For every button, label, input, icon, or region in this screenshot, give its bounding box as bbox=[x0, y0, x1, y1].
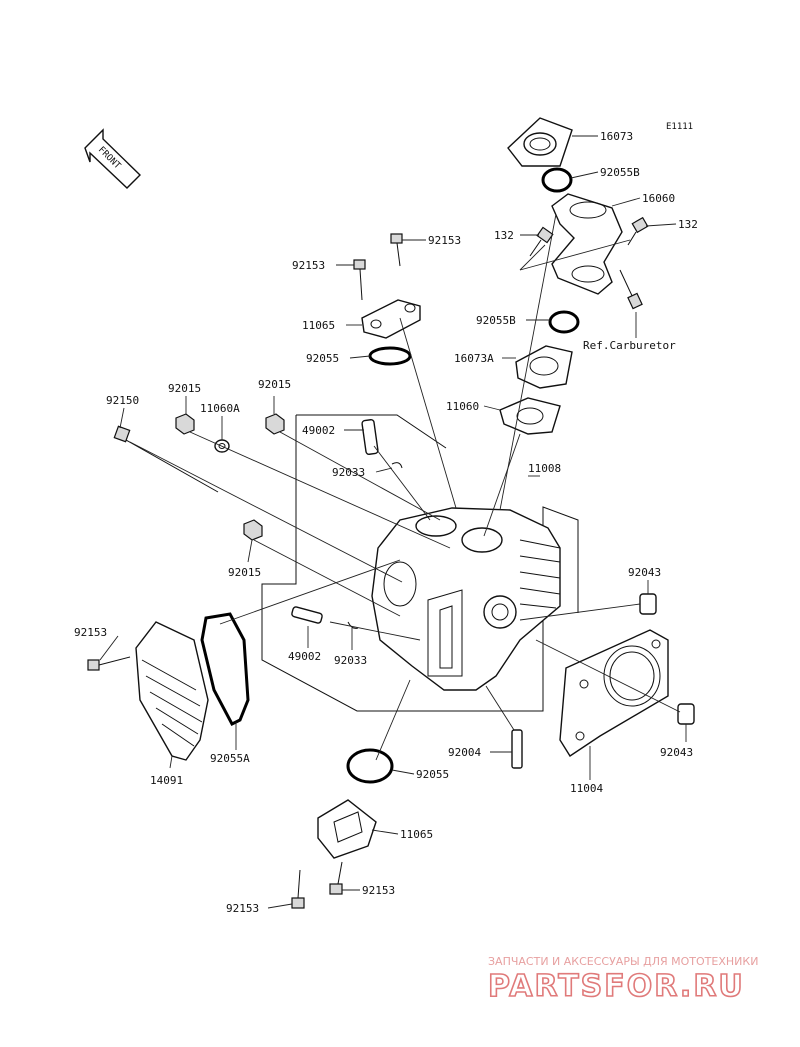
label-92015-c: 92015 bbox=[228, 566, 261, 579]
label-11008: 11008 bbox=[528, 462, 561, 475]
label-16073a: 16073A bbox=[454, 352, 494, 365]
bolt-92153-bot-b bbox=[329, 861, 343, 895]
bolt-132-left bbox=[529, 226, 554, 257]
label-16073: 16073 bbox=[600, 130, 633, 143]
label-92153-b: 92153 bbox=[428, 234, 461, 247]
bolt-92153-cover bbox=[87, 656, 131, 671]
label-92015-a: 92015 bbox=[168, 382, 201, 395]
intake-flange-16073 bbox=[507, 117, 573, 167]
nut-92015-b bbox=[265, 413, 285, 435]
o-ring-92055b-top bbox=[541, 167, 573, 193]
label-92043-bot: 92043 bbox=[660, 746, 693, 759]
valve-guide-49002-bot bbox=[291, 606, 323, 624]
label-11065-top: 11065 bbox=[302, 319, 335, 332]
label-92150: 92150 bbox=[106, 394, 139, 407]
leader-lines bbox=[99, 135, 687, 909]
label-11060a: 11060A bbox=[200, 402, 240, 415]
label-92153-c: 92153 bbox=[74, 626, 107, 639]
label-92055b-top: 92055B bbox=[600, 166, 640, 179]
clip-92033-top bbox=[391, 462, 403, 469]
label-92043-top: 92043 bbox=[628, 566, 661, 579]
tappet-cap-11065-bot bbox=[317, 799, 377, 859]
tappet-cap-11065-top bbox=[361, 299, 421, 339]
intake-pipe-16060 bbox=[551, 193, 623, 295]
label-92153-e: 92153 bbox=[362, 884, 395, 897]
bolt-92153-top-b bbox=[390, 233, 403, 267]
label-11060: 11060 bbox=[446, 400, 479, 413]
label-92015-b: 92015 bbox=[258, 378, 291, 391]
watermark-site: PARTSFOR.RU bbox=[488, 969, 745, 1004]
label-92033-bot: 92033 bbox=[334, 654, 367, 667]
insulator-16073a bbox=[515, 345, 573, 389]
gasket-11060 bbox=[499, 397, 561, 435]
label-132-left: 132 bbox=[494, 229, 514, 242]
label-92004: 92004 bbox=[448, 746, 481, 759]
label-92153-a: 92153 bbox=[292, 259, 325, 272]
watermark-tagline: ЗАПЧАСТИ И АКСЕССУАРЫ ДЛЯ МОТОТЕХНИКИ bbox=[488, 955, 758, 968]
valve-guide-49002-top bbox=[361, 419, 379, 455]
clip-92033-bot bbox=[347, 621, 359, 629]
label-16060: 16060 bbox=[642, 192, 675, 205]
o-ring-92055-bot bbox=[346, 748, 394, 784]
side-cover-14091 bbox=[135, 621, 209, 761]
label-14091: 14091 bbox=[150, 774, 183, 787]
label-49002-top: 49002 bbox=[302, 424, 335, 437]
nut-92015-c bbox=[243, 519, 263, 541]
o-ring-92055-top bbox=[368, 346, 412, 366]
label-132-right: 132 bbox=[678, 218, 698, 231]
label-49002-bot: 49002 bbox=[288, 650, 321, 663]
bolt-92153-top-a bbox=[353, 259, 366, 301]
long-bolt-carburetor bbox=[619, 269, 643, 310]
label-92055-bot: 92055 bbox=[416, 768, 449, 781]
bolt-132-right bbox=[627, 216, 649, 246]
stud-bolt-92150 bbox=[113, 425, 219, 493]
o-ring-92055b-mid bbox=[548, 310, 580, 334]
label-92055a: 92055A bbox=[210, 752, 250, 765]
dowel-92043-bot bbox=[677, 703, 695, 725]
dowel-92043-top bbox=[639, 593, 657, 615]
label-11065-bot: 11065 bbox=[400, 828, 433, 841]
watermark-logo: ЗАПЧАСТИ И АКСЕССУАРЫ ДЛЯ МОТОТЕХНИКИ PA… bbox=[487, 955, 758, 1005]
diagram-code: E1111 bbox=[666, 122, 693, 132]
assembly-frame-lines bbox=[261, 414, 579, 712]
label-92153-d: 92153 bbox=[226, 902, 259, 915]
head-gasket-11004 bbox=[559, 629, 669, 757]
label-92055-top: 92055 bbox=[306, 352, 339, 365]
bolt-92153-bot-a bbox=[291, 869, 305, 909]
nut-92015-a bbox=[175, 413, 195, 435]
label-11004: 11004 bbox=[570, 782, 603, 795]
part-labels: 16073 92055B 16060 132 132 92153 92153 1… bbox=[74, 130, 698, 915]
front-arrow-icon: FRONT bbox=[84, 128, 141, 189]
label-ref-carburetor: Ref.Carburetor bbox=[583, 339, 676, 352]
stud-92004 bbox=[511, 729, 523, 769]
label-92033-top: 92033 bbox=[332, 466, 365, 479]
gasket-92055a bbox=[200, 612, 250, 726]
cylinder-head-11008 bbox=[371, 507, 561, 691]
label-92055b-mid: 92055B bbox=[476, 314, 516, 327]
